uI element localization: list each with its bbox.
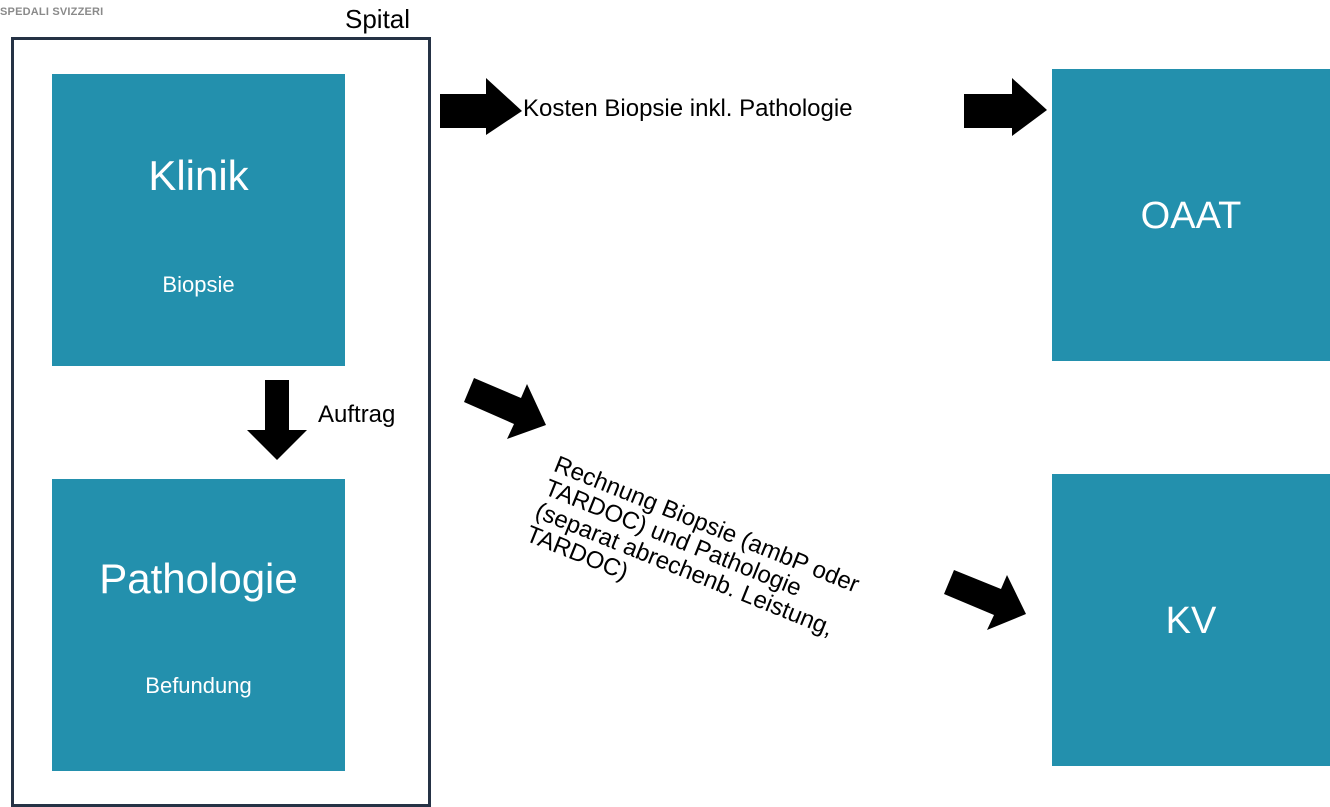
klinik-title: Klinik — [148, 152, 249, 199]
diagonal-arrow-icon — [944, 570, 1026, 630]
oaat-box: OAAT — [1052, 69, 1330, 361]
kv-box: KV — [1052, 474, 1330, 766]
klinik-box: Klinik Biopsie — [52, 74, 345, 366]
klinik-subtitle: Biopsie — [162, 272, 235, 297]
right-arrow-icon — [440, 78, 522, 135]
kv-title: KV — [1165, 600, 1217, 642]
pathologie-box: Pathologie Befundung — [52, 479, 345, 771]
oaat-title: OAAT — [1140, 195, 1242, 237]
arrows-layer — [247, 78, 1047, 630]
pathologie-subtitle: Befundung — [145, 673, 252, 698]
spital-label: Spital — [345, 4, 411, 34]
right-arrow-icon — [964, 78, 1047, 136]
auftrag-label: Auftrag — [318, 401, 396, 428]
logo-text: SPEDALI SVIZZERI — [0, 6, 104, 18]
pathologie-title: Pathologie — [99, 555, 298, 602]
diagonal-arrow-icon — [464, 378, 546, 439]
kosten-label: Kosten Biopsie inkl. Pathologie — [523, 95, 853, 122]
down-arrow-icon — [247, 380, 307, 460]
